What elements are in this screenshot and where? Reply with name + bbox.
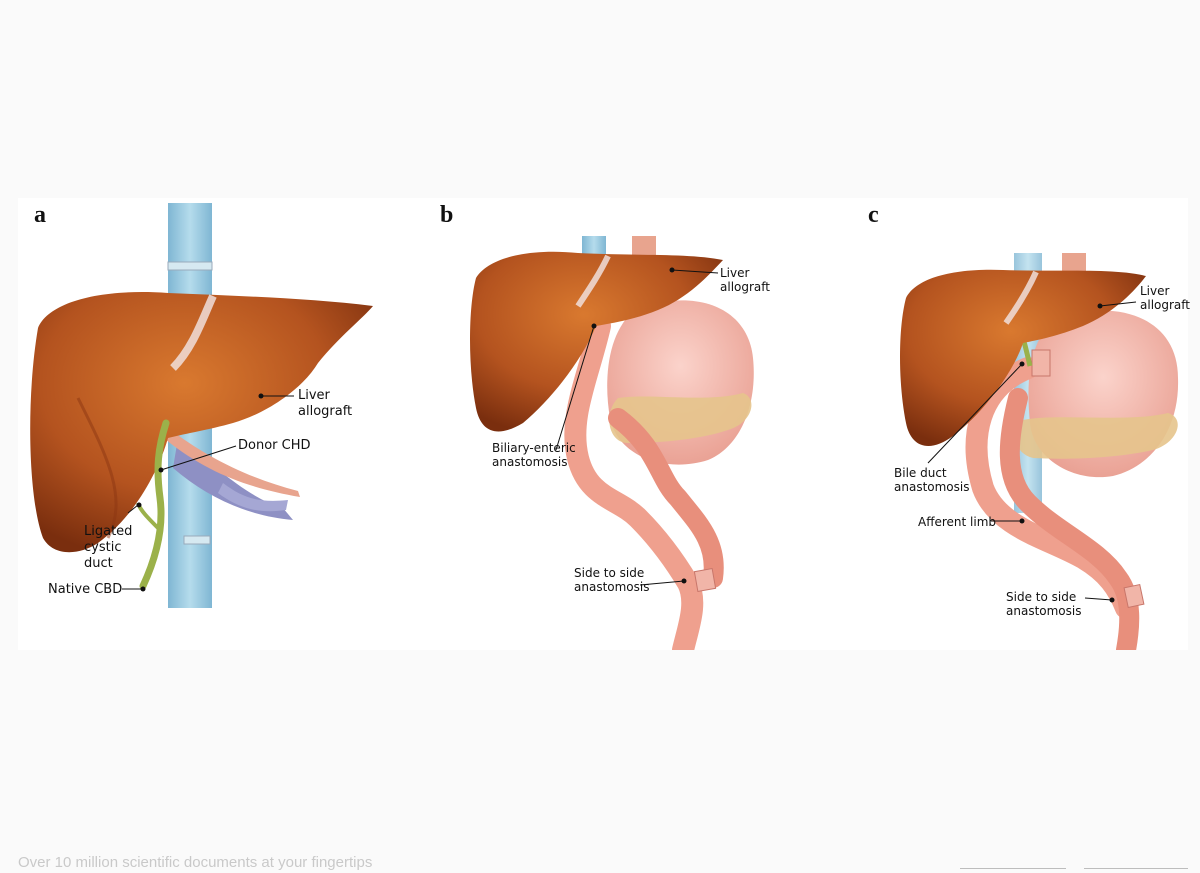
roux-limb-b <box>564 315 704 650</box>
footer-link-left[interactable] <box>960 848 1066 869</box>
pancreas-c <box>1015 413 1178 459</box>
figure: a b c Liver allograft Donor CHD Ligated … <box>18 198 1190 650</box>
panel-label-a: a <box>34 202 46 228</box>
illustration <box>30 203 1179 650</box>
label-side-to-side-anastomosis-b: Side to side anastomosis <box>574 566 650 594</box>
liver-c <box>900 269 1146 446</box>
footer-link-right[interactable] <box>1084 848 1188 869</box>
panel-label-c: c <box>868 202 879 228</box>
liver-b <box>470 251 723 432</box>
label-donor-chd: Donor CHD <box>238 438 311 453</box>
label-liver-allograft-a: Liver allograft <box>298 388 353 419</box>
cystic-duct <box>136 502 160 530</box>
label-liver-allograft-b: Liver allograft <box>720 266 770 294</box>
panel-c-drawing <box>900 253 1179 650</box>
label-bile-duct-anastomosis: Bile duct anastomosis <box>894 466 970 494</box>
footer-text: Over 10 million scientific documents at … <box>18 854 373 871</box>
panel-a-drawing <box>30 203 373 608</box>
hepatic-artery <box>166 428 300 497</box>
label-afferent-limb: Afferent limb <box>918 515 997 529</box>
label-liver-allograft-c: Liver allograft <box>1140 284 1190 312</box>
panel-label-b: b <box>440 202 454 228</box>
label-ligated-cystic-duct: Ligated cystic duct <box>84 524 133 571</box>
donor-chd-duct <box>139 419 170 590</box>
label-side-to-side-anastomosis-c: Side to side anastomosis <box>1006 590 1082 618</box>
panel-b-drawing <box>470 236 754 650</box>
label-native-cbd: Native CBD <box>48 582 123 597</box>
footer-bar: Over 10 million scientific documents at … <box>0 848 1200 873</box>
label-biliary-enteric-anastomosis: Biliary-enteric anastomosis <box>492 441 576 469</box>
